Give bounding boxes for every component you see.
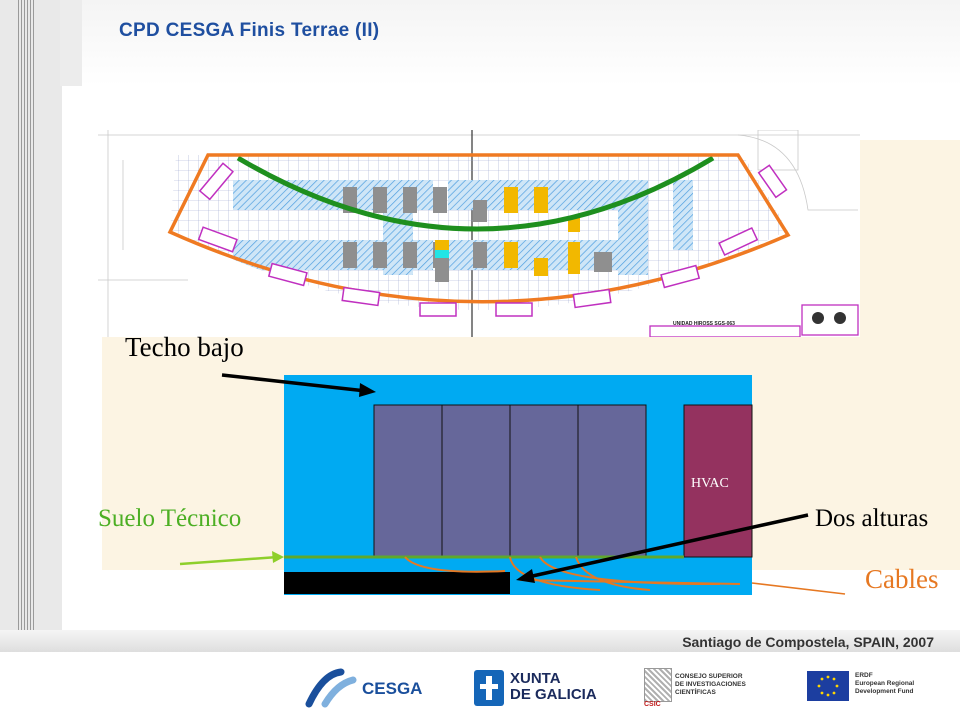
hvac-label: HVAC (691, 476, 729, 491)
csic-line2: DE INVESTIGACIONES (675, 681, 746, 688)
xunta-logo-text: XUNTA DE GALICIA (510, 671, 597, 703)
slide-left-frame (0, 0, 62, 652)
plan-caption: UNIDAD HIROSS SGS-063 (673, 321, 735, 327)
xunta-shield-icon (474, 670, 504, 706)
erdf-logo-text: ERDF European Regional Development Fund (855, 672, 914, 696)
csic-line3: CIENTÍFICAS (675, 689, 716, 696)
xunta-line1: XUNTA (510, 670, 561, 687)
rack-3 (509, 404, 579, 558)
techo-arrow (221, 373, 367, 393)
erdf-line3: Development Fund (855, 688, 914, 695)
slide-title: CPD CESGA Finis Terrae (II) (119, 20, 380, 41)
erdf-line2: European Regional (855, 680, 915, 687)
csic-line1: CONSEJO SUPERIOR (675, 673, 743, 680)
techo-bajo-label: Techo bajo (125, 332, 244, 362)
rack-2 (441, 404, 511, 558)
csic-logo-text: CONSEJO SUPERIOR DE INVESTIGACIONES CIEN… (675, 673, 746, 697)
cesga-logo-icon (305, 668, 357, 708)
raised-floor-base (284, 572, 510, 594)
floor-plan: UNIDAD HIROSS SGS-063 (98, 129, 860, 338)
csic-badge: CSIC (644, 701, 661, 708)
location-band (0, 630, 960, 652)
dos-alturas-label: Dos alturas (815, 505, 929, 532)
cables-label: Cables (865, 564, 939, 594)
csic-emblem-icon (644, 668, 672, 702)
floor-plan-drawing: UNIDAD HIROSS SGS-063 (98, 129, 860, 338)
footer-logos: CESGA XUNTA DE GALICIA CSIC CONSEJO SUPE… (0, 652, 960, 720)
erdf-line1: ERDF (855, 672, 873, 679)
suelo-arrow (179, 555, 279, 566)
eu-flag-icon (807, 671, 849, 701)
suelo-tecnico-label: Suelo Técnico (98, 505, 242, 532)
xunta-line2: DE GALICIA (510, 686, 597, 703)
cesga-logo-text: CESGA (362, 679, 423, 698)
slide-header-band (82, 0, 960, 86)
slide-corner (60, 0, 86, 86)
hvac-unit (683, 404, 753, 558)
rack-1 (373, 404, 443, 558)
rack-4 (577, 404, 647, 558)
dos-alturas-arrow (527, 513, 809, 579)
location-text: Santiago de Compostela, SPAIN, 2007 (682, 634, 934, 650)
eu-stars-icon (817, 675, 839, 697)
